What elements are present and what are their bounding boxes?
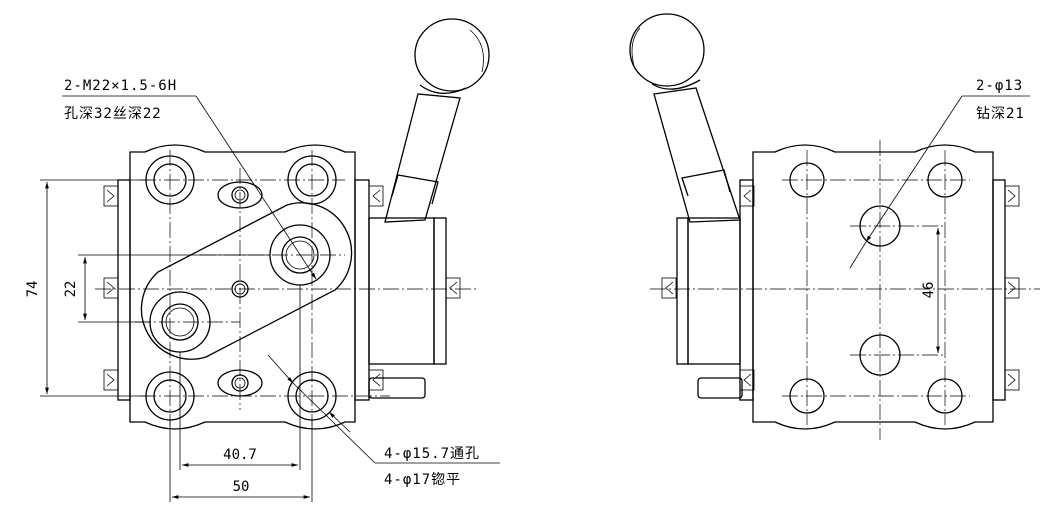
left-handle	[384, 18, 490, 223]
thread-note-line1: 2-M22×1.5-6H	[64, 78, 177, 94]
left-body-outline	[129, 144, 356, 430]
right-handle	[629, 13, 741, 223]
dim-40-7	[179, 285, 301, 470]
right-side-cap	[687, 217, 741, 365]
right-stem	[697, 377, 743, 399]
drill-leader	[849, 95, 1030, 269]
right-centerlines	[650, 140, 1040, 440]
left-corner-holes	[145, 155, 337, 421]
thread-note-line2: 孔深32丝深22	[64, 106, 162, 122]
right-flange	[354, 179, 370, 401]
oblique-plate	[140, 202, 353, 360]
right-set-screws	[661, 185, 1020, 391]
thru-note-line1: 4-φ15.7通孔	[384, 446, 480, 462]
left-view: 74 22 40.7 50 2-M22×1.5-6H 孔深32丝深22	[25, 18, 500, 502]
drill-note-line2: 钻深21	[976, 106, 1025, 122]
left-centerlines	[95, 150, 478, 425]
right-view: 46 2-φ13 钻深21	[629, 13, 1040, 440]
right-right-flange	[992, 179, 1006, 401]
left-set-screws	[103, 185, 461, 391]
dim-74-label: 74	[25, 281, 41, 298]
left-flange	[117, 179, 131, 401]
dim-46-label: 46	[921, 282, 937, 299]
right-side-cap-rim	[676, 217, 689, 365]
dim-50	[169, 420, 313, 502]
thread-leader	[62, 95, 317, 280]
dim-22-label: 22	[63, 281, 79, 298]
thru-note-line2: 4-φ17锪平	[384, 472, 461, 488]
drill-note-line1: 2-φ13	[976, 78, 1023, 94]
dim-22	[78, 254, 270, 323]
right-left-flange	[739, 179, 754, 401]
dim-74	[40, 179, 150, 397]
side-cap	[368, 217, 435, 365]
thru-hole-leader	[267, 354, 500, 464]
stem	[368, 377, 426, 399]
dim-50-label: 50	[233, 479, 250, 495]
right-body-outline	[752, 144, 994, 430]
dim-40-7-label: 40.7	[223, 447, 257, 463]
side-cap-rim	[433, 217, 447, 365]
